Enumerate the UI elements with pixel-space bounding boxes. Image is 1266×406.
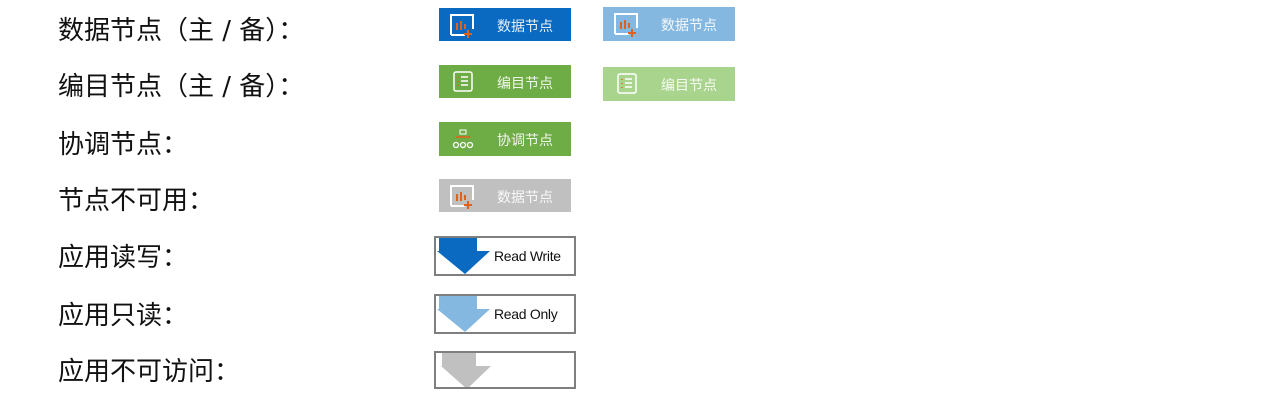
button-label: 编目节点: [661, 78, 717, 94]
catalog-list-icon: [617, 73, 637, 94]
read-only-indicator: Read Only: [434, 294, 576, 334]
data-node-icon: [450, 185, 474, 209]
read-write-label: Read Write: [494, 248, 561, 264]
catalog-node-primary-button[interactable]: 编目节点: [439, 65, 571, 98]
arrow-down-icon: [437, 296, 490, 332]
data-node-primary-button[interactable]: 数据节点: [439, 8, 571, 41]
arrow-down-icon: [437, 238, 490, 274]
catalog-node-standby-button[interactable]: 编目节点: [603, 67, 735, 101]
button-label: 数据节点: [497, 190, 553, 206]
catalog-list-icon: [453, 71, 473, 92]
button-label: 编目节点: [497, 76, 553, 92]
read-only-label: Read Only: [494, 306, 558, 322]
inaccessible-indicator: [434, 351, 576, 389]
label-read-write: 应用读写：: [58, 243, 189, 273]
label-coord-node: 协调节点：: [58, 130, 189, 160]
button-label: 数据节点: [661, 18, 717, 34]
data-node-standby-button[interactable]: 数据节点: [603, 7, 735, 41]
data-node-icon: [450, 14, 474, 38]
data-node-unavailable-button[interactable]: 数据节点: [439, 179, 571, 212]
label-read-only: 应用只读：: [58, 301, 189, 331]
label-inaccessible: 应用不可访问：: [58, 357, 241, 387]
label-data-node: 数据节点（主 / 备）：: [58, 16, 305, 46]
read-write-indicator: Read Write: [434, 236, 576, 276]
coord-node-button[interactable]: 协调节点: [439, 122, 571, 156]
label-node-unavailable: 节点不可用：: [58, 186, 215, 216]
arrow-down-icon: [441, 353, 491, 387]
button-label: 协调节点: [497, 133, 553, 149]
data-node-icon: [614, 13, 638, 37]
coord-hierarchy-icon: [452, 129, 474, 149]
button-label: 数据节点: [497, 19, 553, 35]
label-catalog-node: 编目节点（主 / 备）：: [58, 72, 305, 102]
